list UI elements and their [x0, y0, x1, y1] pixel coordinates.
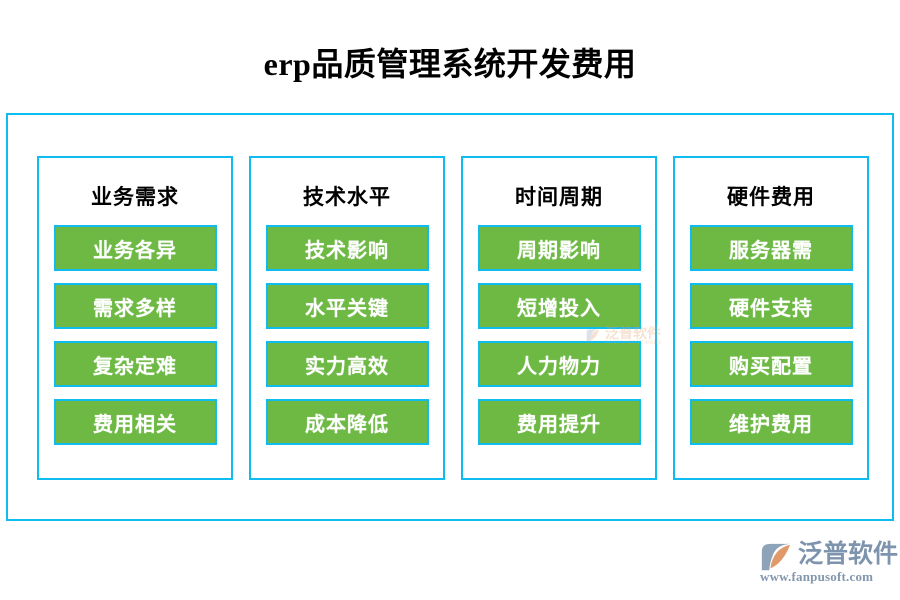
category-column-hardware-cost: 硬件费用 服务器需 硬件支持 购买配置 维护费用 [673, 156, 869, 480]
column-item-list: 服务器需 硬件支持 购买配置 维护费用 [689, 225, 853, 445]
column-item-list: 周期影响 短增投入 人力物力 费用提升 [477, 225, 641, 445]
brand-logo-text: 泛普软件 www.fanpusoft.com [760, 540, 899, 584]
item-box[interactable]: 业务各异 [53, 225, 217, 271]
brand-logo: 泛普软件 www.fanpusoft.com [756, 540, 899, 590]
item-box[interactable]: 实力高效 [265, 341, 429, 387]
item-box[interactable]: 短增投入 [477, 283, 641, 329]
category-column-business-requirements: 业务需求 业务各异 需求多样 复杂定难 费用相关 [37, 156, 233, 480]
item-box[interactable]: 费用相关 [53, 399, 217, 445]
item-box[interactable]: 维护费用 [689, 399, 853, 445]
category-columns: 业务需求 业务各异 需求多样 复杂定难 费用相关 技术水平 技术影响 水平关键 … [37, 156, 869, 480]
category-column-technical-level: 技术水平 技术影响 水平关键 实力高效 成本降低 [249, 156, 445, 480]
item-box[interactable]: 人力物力 [477, 341, 641, 387]
brand-name-cn: 泛普软件 [798, 540, 899, 568]
item-box[interactable]: 硬件支持 [689, 283, 853, 329]
item-box[interactable]: 复杂定难 [53, 341, 217, 387]
column-header: 时间周期 [515, 185, 603, 209]
diagram-frame: 业务需求 业务各异 需求多样 复杂定难 费用相关 技术水平 技术影响 水平关键 … [6, 113, 894, 521]
page-title: erp品质管理系统开发费用 [263, 46, 637, 82]
column-header: 硬件费用 [727, 185, 815, 209]
item-box[interactable]: 需求多样 [53, 283, 217, 329]
item-box[interactable]: 水平关键 [265, 283, 429, 329]
brand-url: www.fanpusoft.com [760, 569, 874, 584]
item-box[interactable]: 成本降低 [265, 399, 429, 445]
column-header: 技术水平 [303, 185, 391, 209]
column-item-list: 技术影响 水平关键 实力高效 成本降低 [265, 225, 429, 445]
item-box[interactable]: 技术影响 [265, 225, 429, 271]
item-box[interactable]: 购买配置 [689, 341, 853, 387]
item-box[interactable]: 服务器需 [689, 225, 853, 271]
item-box[interactable]: 费用提升 [477, 399, 641, 445]
item-box[interactable]: 周期影响 [477, 225, 641, 271]
category-column-time-cycle: 时间周期 周期影响 短增投入 人力物力 费用提升 [461, 156, 657, 480]
column-item-list: 业务各异 需求多样 复杂定难 费用相关 [53, 225, 217, 445]
fanpu-logo-icon [756, 541, 796, 575]
column-header: 业务需求 [91, 185, 179, 209]
